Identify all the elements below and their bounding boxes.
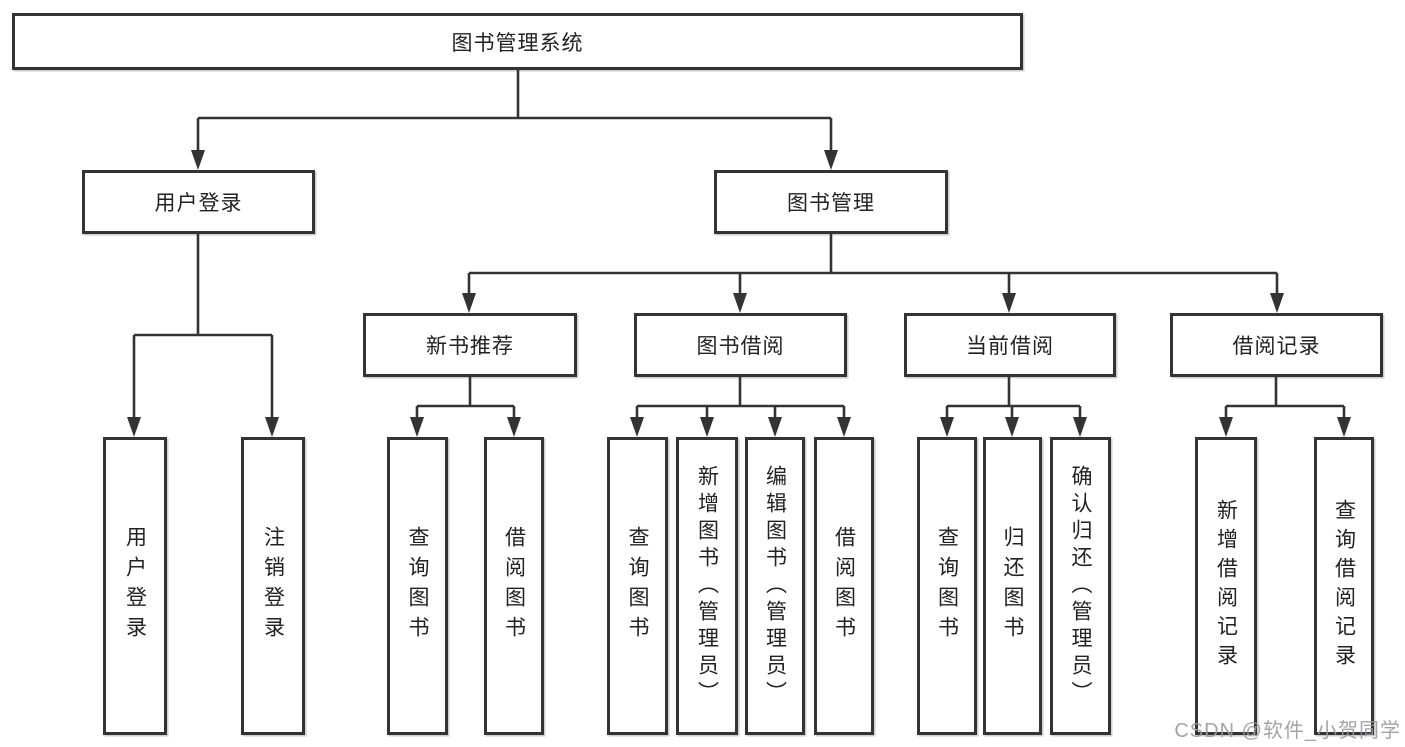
leaf-query-books-2: 查询图书 [607,437,668,735]
node-label: 查询图书 [406,526,429,646]
leaf-add-book-admin: 新增图书（管理员） [676,437,738,735]
leaf-query-books-3: 查询图书 [917,437,977,735]
node-label: 查询图书 [935,526,959,646]
csdn-watermark: CSDN @软件_小贺同学 [1174,720,1401,742]
node-label: 新书推荐 [426,335,514,358]
node-user-login: 用户登录 [82,170,315,234]
node-label: 新增图书（管理员） [695,464,719,708]
leaf-return-book: 归还图书 [983,437,1042,735]
node-label: 查询借阅记录 [1332,499,1356,673]
node-label: 当前借阅 [966,335,1054,358]
node-label: 借阅记录 [1232,335,1321,358]
node-new-book-recommendation: 新书推荐 [363,313,577,377]
leaf-borrow-books-2: 借阅图书 [814,437,874,735]
leaf-confirm-return-admin: 确认归还（管理员） [1050,437,1111,735]
node-label: 图书管理系统 [451,31,584,55]
leaf-logout: 注销登录 [241,437,305,735]
node-current-borrowing: 当前借阅 [904,313,1116,377]
node-label: 用户登录 [154,192,243,215]
leaf-query-borrow-record: 查询借阅记录 [1314,437,1374,735]
node-root: 图书管理系统 [12,13,1023,70]
node-label: 查询图书 [626,526,649,646]
node-label: 图书管理 [787,192,875,215]
node-label: 借阅图书 [502,526,526,646]
node-label: 用户登录 [123,526,147,646]
node-label: 图书借阅 [696,335,785,358]
node-borrowing-records: 借阅记录 [1170,313,1383,377]
node-label: 归还图书 [1001,526,1024,646]
leaf-add-borrow-record: 新增借阅记录 [1195,437,1257,735]
node-label: 借阅图书 [832,526,856,646]
leaf-edit-book-admin: 编辑图书（管理员） [745,437,805,735]
node-book-borrowing: 图书借阅 [634,313,847,377]
node-label: 注销登录 [261,526,285,646]
node-label: 新增借阅记录 [1214,499,1238,673]
node-label: 编辑图书（管理员） [763,464,787,708]
node-label: 确认归还（管理员） [1069,464,1092,708]
node-book-management: 图书管理 [714,170,948,234]
leaf-borrow-books-1: 借阅图书 [484,437,544,735]
leaf-query-books-1: 查询图书 [387,437,448,735]
leaf-user-login: 用户登录 [103,437,167,735]
